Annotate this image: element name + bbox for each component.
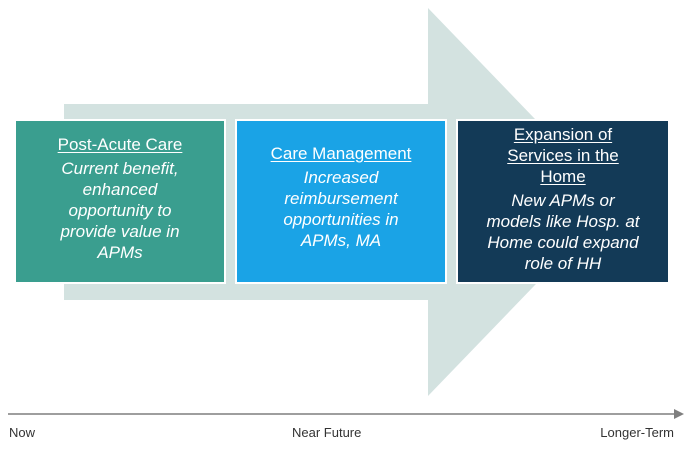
care-management-description: Increased reimbursement opportunities in… [283, 168, 399, 250]
timeline-label-now: Now [9, 425, 36, 440]
care-management-title: Care Management [270, 144, 412, 163]
expansion-of-services-box: Expansion of Services in the Home New AP… [456, 119, 670, 284]
care-management-box: Care Management Increased reimbursement … [235, 119, 447, 284]
timeline-label-near-future: Near Future [292, 425, 362, 440]
timeline-axis [8, 409, 684, 419]
timeline-arrowhead-icon [674, 409, 684, 419]
post-acute-care-description: Current benefit, enhanced opportunity to… [60, 159, 180, 262]
post-acute-care-title: Post-Acute Care [57, 135, 183, 154]
expansion-of-services-title: Expansion of Services in the Home [507, 125, 619, 186]
timeline-label-longer-term: Longer-Term [600, 425, 674, 440]
post-acute-care-box: Post-Acute Care Current benefit, enhance… [14, 119, 226, 284]
expansion-of-services-description: New APMs or models like Hosp. at Home co… [486, 191, 640, 273]
